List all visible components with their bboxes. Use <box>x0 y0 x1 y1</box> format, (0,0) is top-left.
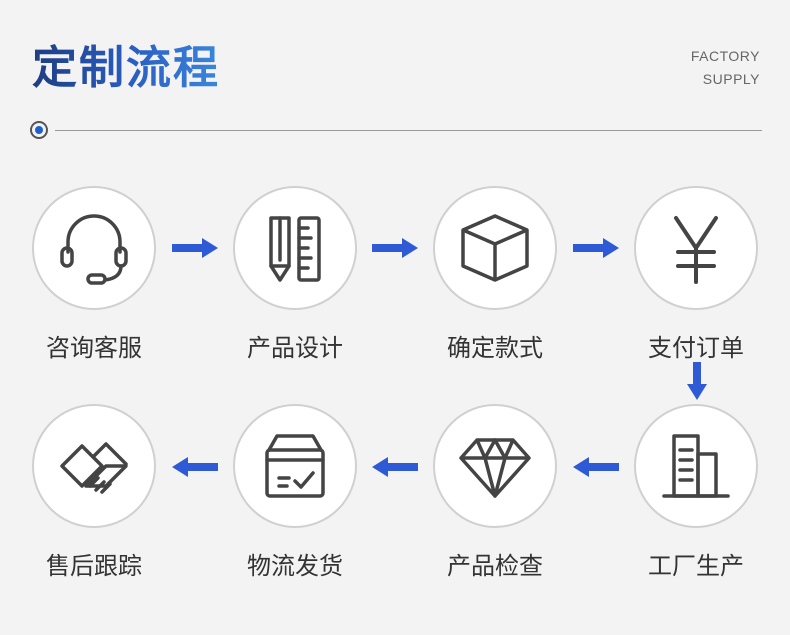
step-label: 物流发货 <box>247 552 343 580</box>
step-logistics-shipping: 物流发货 <box>230 404 360 581</box>
step-circle <box>233 404 357 528</box>
step-circle <box>634 186 758 310</box>
step-label: 确定款式 <box>447 334 543 362</box>
cube-icon <box>461 214 529 282</box>
step-payment: 支付订单 <box>631 186 761 363</box>
arrow-right-icon <box>372 238 418 258</box>
arrow-left-icon <box>372 457 418 477</box>
step-product-inspection: 产品检查 <box>430 404 560 581</box>
step-circle <box>32 186 156 310</box>
tagline-line-1: FACTORY <box>690 48 760 64</box>
step-label: 产品检查 <box>447 552 543 580</box>
tagline-line-2: SUPPLY <box>702 71 760 87</box>
diamond-icon <box>459 438 531 498</box>
step-circle <box>233 186 357 310</box>
step-circle <box>32 404 156 528</box>
divider-line <box>55 130 762 131</box>
step-label: 支付订单 <box>648 334 744 362</box>
headset-icon <box>60 214 128 285</box>
step-circle <box>634 404 758 528</box>
step-consult: 咨询客服 <box>29 186 159 363</box>
divider-bullet <box>30 121 48 139</box>
arrow-right-icon <box>172 238 218 258</box>
handshake-icon <box>60 442 128 494</box>
step-circle <box>433 404 557 528</box>
arrow-right-icon <box>573 238 619 258</box>
factory-supply-tagline: FACTORY SUPPLY <box>691 45 760 91</box>
arrow-left-icon <box>172 457 218 477</box>
step-label: 售后跟踪 <box>46 552 142 580</box>
step-confirm-style: 确定款式 <box>430 186 560 363</box>
step-label: 产品设计 <box>247 334 343 362</box>
step-factory-production: 工厂生产 <box>631 404 761 581</box>
step-design: 产品设计 <box>230 186 360 363</box>
step-circle <box>433 186 557 310</box>
page-title: 定制流程 <box>32 38 220 98</box>
pencil-ruler-icon <box>269 216 321 282</box>
package-check-icon <box>265 434 325 498</box>
arrow-left-icon <box>573 457 619 477</box>
arrow-down-icon <box>687 362 707 400</box>
step-after-sales: 售后跟踪 <box>29 404 159 581</box>
building-icon <box>662 434 730 498</box>
yen-icon <box>674 216 718 284</box>
step-label: 工厂生产 <box>648 552 744 580</box>
step-label: 咨询客服 <box>46 334 142 362</box>
